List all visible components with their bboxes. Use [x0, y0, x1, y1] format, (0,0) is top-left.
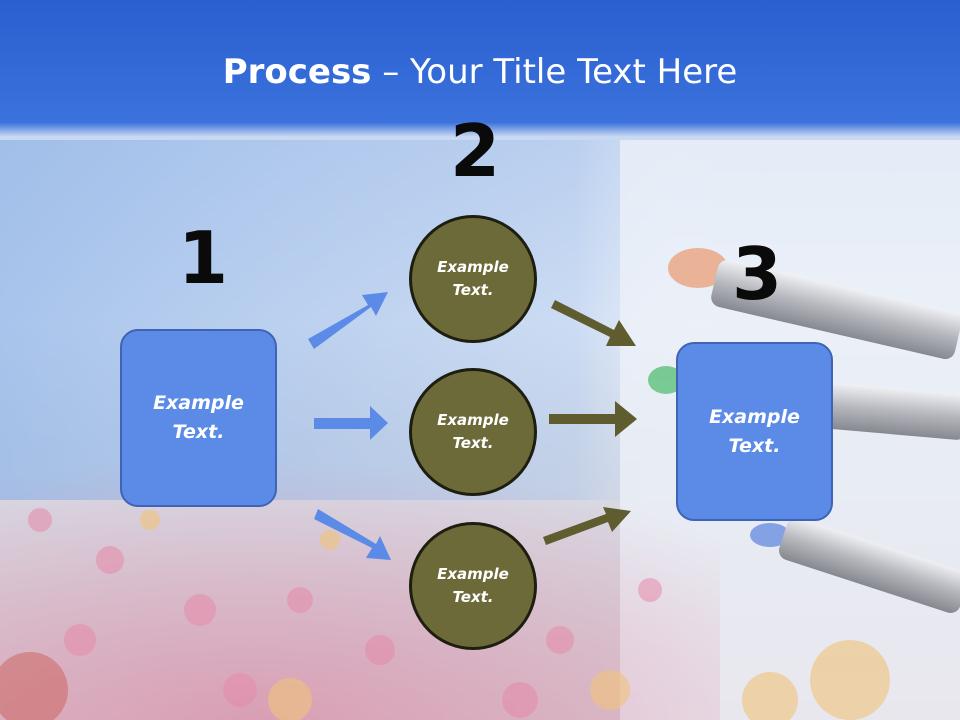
arrow-olive-up: [543, 507, 631, 545]
title-bold-text: Process: [222, 52, 372, 92]
circle-middle: Example Text.: [409, 368, 537, 496]
step-number-1: 1: [178, 216, 229, 300]
step-number-3: 3: [732, 232, 783, 316]
arrow-olive-right: [549, 401, 637, 437]
step-3-box: Example Text.: [676, 342, 833, 521]
arrow-olive-down: [551, 300, 636, 346]
arrow-blue-up: [308, 292, 388, 349]
step-1-box: Example Text.: [120, 329, 277, 507]
arrow-blue-down: [314, 509, 391, 560]
circle-top: Example Text.: [409, 215, 537, 343]
step-number-2: 2: [450, 109, 501, 193]
arrow-blue-right: [314, 406, 388, 440]
title-rest-text: – Your Title Text Here: [371, 52, 738, 92]
slide-title: Process – Your Title Text Here: [0, 52, 960, 92]
circle-bottom: Example Text.: [409, 522, 537, 650]
